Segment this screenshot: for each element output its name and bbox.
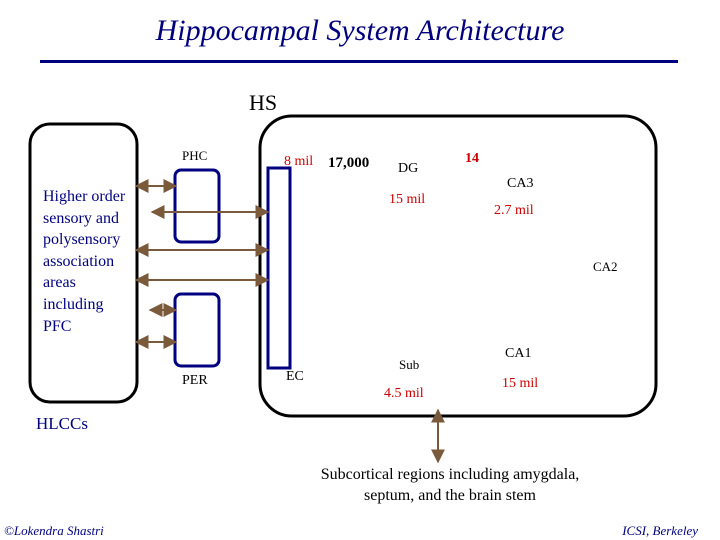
- dg-label: DG: [398, 161, 419, 176]
- phc-label: PHC: [182, 148, 208, 163]
- per-box: [173, 292, 221, 368]
- per-label: PER: [182, 373, 208, 388]
- dg-count-label: 15 mil: [389, 192, 426, 207]
- ca3-label: CA3: [507, 176, 534, 191]
- footer-institution: ICSI, Berkeley: [622, 523, 698, 538]
- hs-label: HS: [249, 90, 278, 115]
- ec-count-label: 8 mil: [284, 154, 314, 169]
- ec-box: [266, 166, 292, 370]
- hlcc-region-box: [28, 122, 139, 404]
- title-underline: [40, 60, 678, 63]
- hs-region-box: [258, 114, 658, 418]
- hlcc-description: Higher order sensory and polysensory ass…: [43, 188, 126, 335]
- sub-label: Sub: [399, 357, 420, 372]
- subcortical-description: Subcortical regions including amygdala, …: [320, 466, 580, 504]
- sub-count-label: 4.5 mil: [384, 386, 424, 401]
- hlcc-connections: [134, 179, 270, 349]
- hlccs-label: HLCCs: [36, 414, 88, 433]
- ca1-label: CA1: [505, 346, 532, 361]
- phc-dg-count-label: 17,000: [328, 155, 370, 171]
- ca2-label: CA2: [593, 259, 618, 274]
- phc-box: [173, 168, 221, 244]
- ec-label: EC: [286, 369, 304, 384]
- footer-copyright: ©Lokendra Shastri: [4, 523, 104, 538]
- page-title: Hippocampal System Architecture: [155, 14, 565, 47]
- ca3-count-label: 2.7 mil: [494, 203, 534, 218]
- ca1-count-label: 15 mil: [502, 376, 539, 391]
- dg-ca3-count-label: 14: [465, 151, 479, 166]
